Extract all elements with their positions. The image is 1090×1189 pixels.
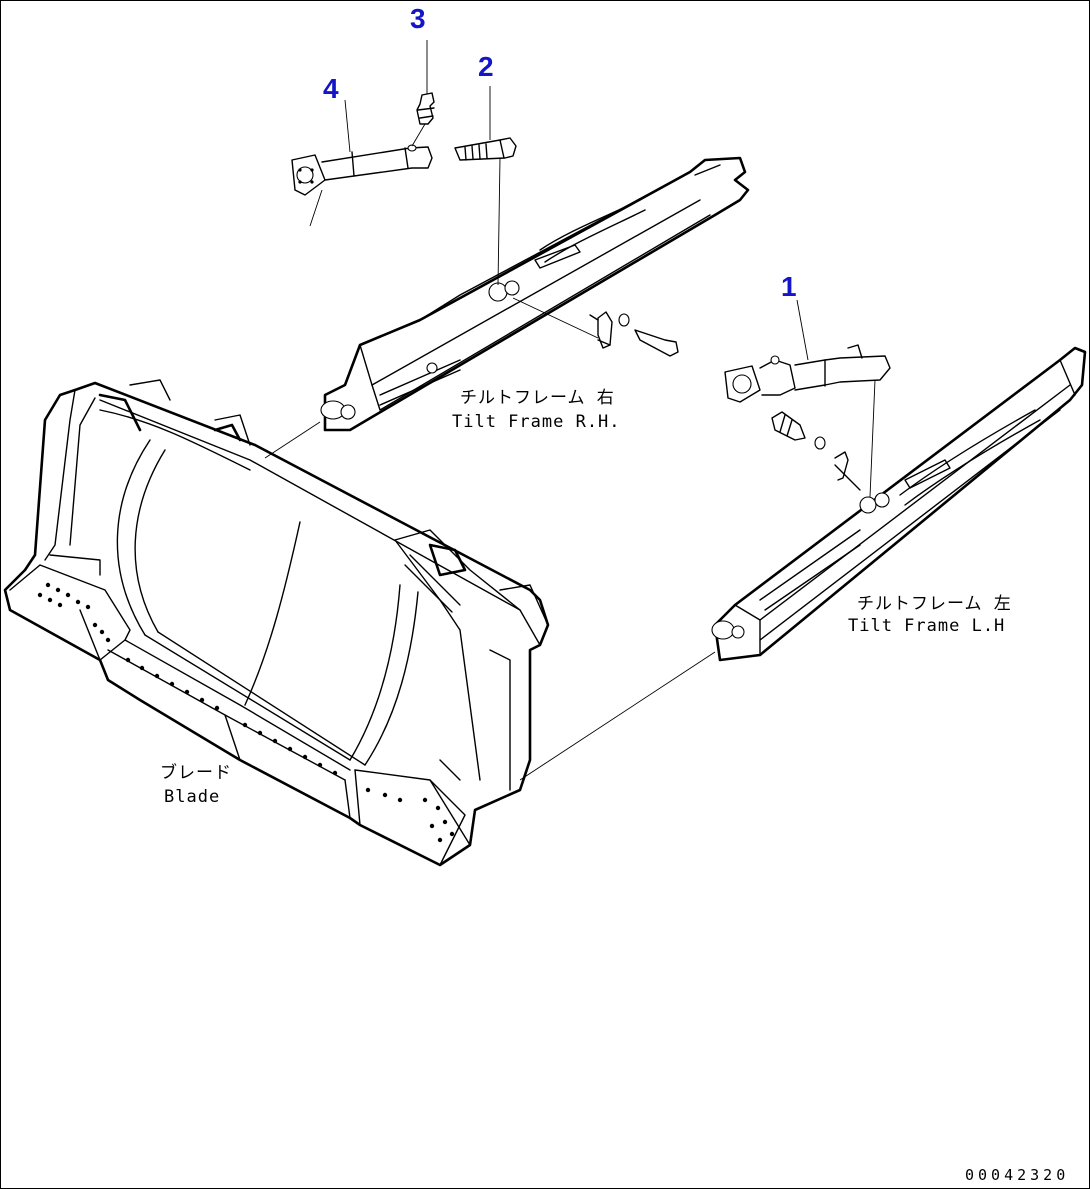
leader-blade-rh-frame xyxy=(264,421,321,459)
part-2-pin xyxy=(454,137,517,161)
tilt-frame-lh xyxy=(711,346,1087,662)
part-4-cylinder xyxy=(291,144,433,227)
leader-blade-lh-frame xyxy=(519,651,716,781)
part-1-cylinder xyxy=(724,344,891,403)
leader-lines xyxy=(344,40,876,498)
document-number: 00042320 xyxy=(965,1166,1069,1184)
part-3-fitting xyxy=(416,92,435,125)
lh-hardware xyxy=(771,411,861,491)
label-tilt-frame-lh-jp: チルトフレーム 左 xyxy=(857,594,1012,614)
cutting-edge-holes xyxy=(37,582,455,843)
tilt-frame-rh xyxy=(320,156,750,432)
rh-hardware xyxy=(589,311,679,357)
label-tilt-frame-rh-jp: チルトフレーム 右 xyxy=(460,388,615,408)
callout-2: 2 xyxy=(478,51,494,82)
label-blade-en: Blade xyxy=(164,787,220,807)
callout-4: 4 xyxy=(323,73,339,104)
callout-3: 3 xyxy=(410,3,426,34)
label-blade-jp: ブレード xyxy=(160,762,232,783)
label-tilt-frame-lh-en: Tilt Frame L.H xyxy=(848,616,1005,636)
label-tilt-frame-rh-en: Tilt Frame R.H. xyxy=(452,412,621,432)
callout-1: 1 xyxy=(781,271,797,302)
blade xyxy=(3,379,550,867)
